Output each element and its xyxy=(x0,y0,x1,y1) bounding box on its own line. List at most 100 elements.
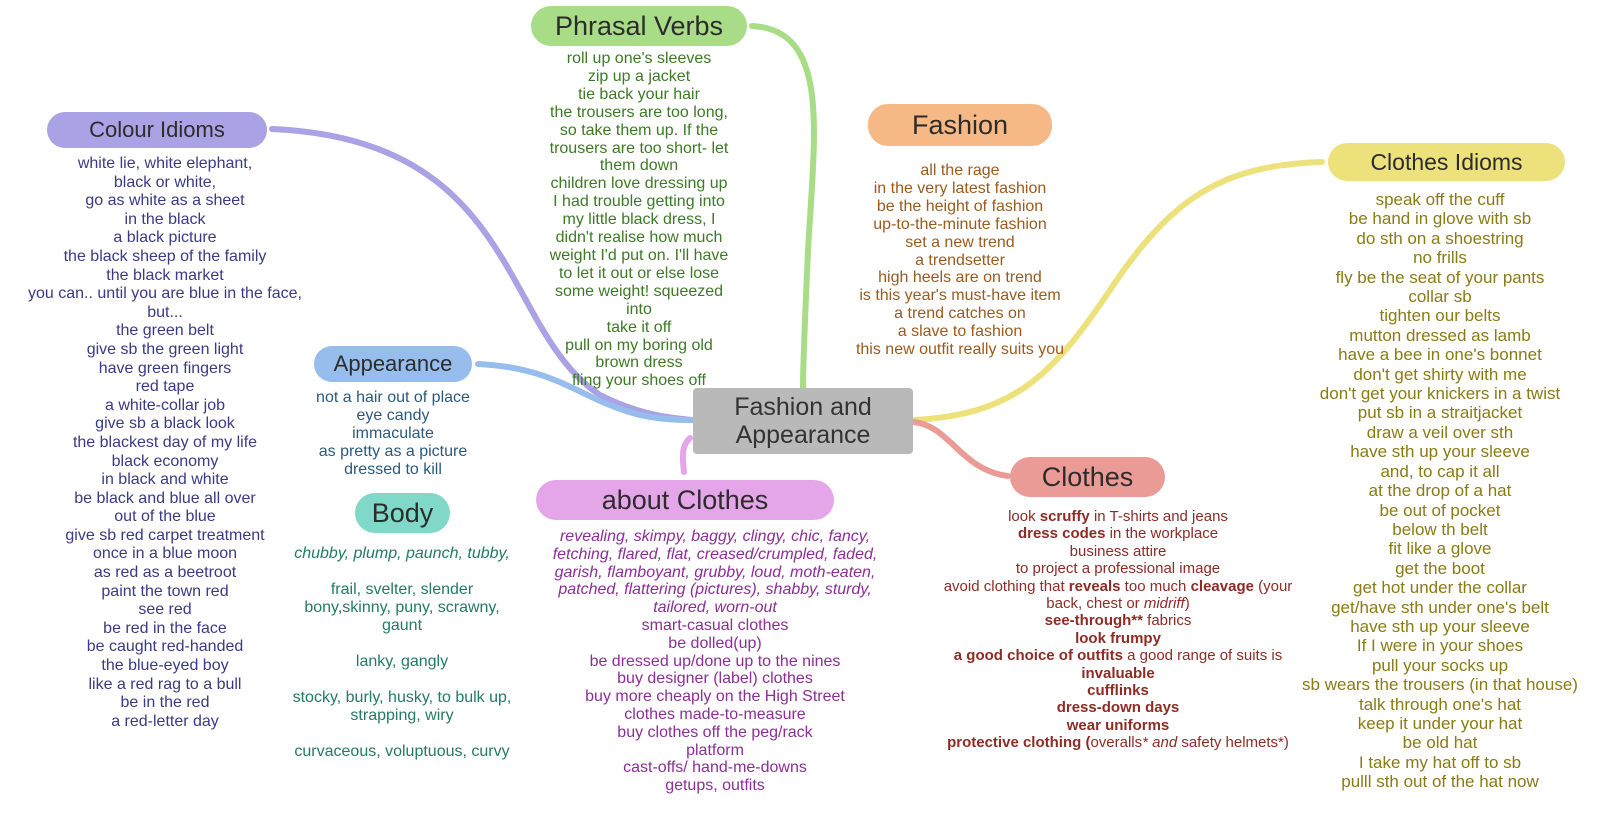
list-item: white lie, white elephant, xyxy=(77,155,253,172)
text: a good range of suits is xyxy=(1122,647,1283,665)
text: invaluable xyxy=(1081,664,1155,682)
list-item: dressed to kill xyxy=(344,461,442,478)
list-item: be the height of fashion xyxy=(876,197,1044,215)
text: look xyxy=(1008,508,1040,525)
list-item: lanky, gangly xyxy=(355,653,449,670)
list-item: to project a professional image xyxy=(1015,560,1221,578)
connector-about-clothes xyxy=(679,435,693,475)
list-item: my little black dress, I xyxy=(562,211,716,229)
list-item: and, to cap it all xyxy=(1380,461,1500,481)
list-item: some weight! squeezed xyxy=(554,282,724,300)
text: wear uniforms xyxy=(1066,716,1170,734)
list-item: as pretty as a picture xyxy=(318,443,468,460)
list-item: don't get your knickers in a twist xyxy=(1319,384,1561,404)
list-item: be out of pocket xyxy=(1379,500,1501,520)
list-item: red tape xyxy=(135,378,195,396)
list-item: If I were in your shoes xyxy=(1356,636,1524,656)
text: look frumpy xyxy=(1075,629,1161,647)
list-item: curvaceous, voluptuous, curvy xyxy=(294,743,510,760)
list-item: don't get shirty with me xyxy=(1353,364,1527,384)
list-item: put sb in a straitjacket xyxy=(1357,403,1523,423)
list-item: tailored, worn-out xyxy=(653,599,777,617)
list-item: a trend catches on xyxy=(894,305,1026,323)
list-item: not a hair out of place xyxy=(316,389,470,406)
text: back, chest or xyxy=(1046,595,1144,613)
list-item: give sb a black look xyxy=(95,415,235,433)
list-item: be dolled(up) xyxy=(668,634,762,652)
list-item: a red-letter day xyxy=(111,712,219,730)
list-item: pull your socks up xyxy=(1371,655,1509,675)
list-item: dress-down days xyxy=(918,699,1318,716)
text: * and xyxy=(1142,734,1178,752)
list-item: a white-collar job xyxy=(104,396,226,414)
topic-clothes-idioms[interactable]: Clothes Idioms xyxy=(1328,143,1565,181)
list-item: have green fingers xyxy=(98,359,232,377)
list-item: below th belt xyxy=(1392,519,1488,539)
list-item: trousers are too short- let xyxy=(549,139,729,157)
list-item: frail, svelter, slender xyxy=(330,581,474,598)
connector-appearance xyxy=(475,361,696,423)
topic-title: Fashion xyxy=(911,109,1009,140)
list-item: get the boot xyxy=(1395,558,1485,578)
list-item: see red xyxy=(138,601,192,619)
list-item: revealing, skimpy, baggy, clingy, chic, … xyxy=(559,528,871,545)
list-item: a slave to fashion xyxy=(897,323,1023,341)
list-item: avoid clothing that reveals too much cle… xyxy=(918,578,1318,595)
list-item: get/have sth under one's belt xyxy=(1331,597,1549,617)
text: in T-shirts and jeans xyxy=(1089,508,1228,525)
topic-appearance[interactable]: Appearance xyxy=(314,346,472,382)
fashion-list: all the rage in the very latest fashion … xyxy=(830,162,1090,359)
topic-fashion[interactable]: Fashion xyxy=(868,104,1052,146)
topic-about-clothes[interactable]: about Clothes xyxy=(536,480,834,520)
list-item: didn't realise how much xyxy=(555,229,723,247)
list-item: roll up one's sleeves xyxy=(566,50,712,67)
list-item: like a red rag to a bull xyxy=(88,675,242,693)
text: (your xyxy=(1253,577,1293,595)
central-topic[interactable]: Fashion and Appearance xyxy=(693,388,913,454)
list-item: have sth up your sleeve xyxy=(1350,442,1530,462)
list-item: fit like a glove xyxy=(1388,539,1492,559)
list-item: stocky, burly, husky, to bulk up, xyxy=(292,689,512,706)
list-item: dress codes in the workplace xyxy=(918,525,1318,542)
topic-body[interactable]: Body xyxy=(355,493,450,533)
list-item: have a bee in one's bonnet xyxy=(1338,345,1542,365)
list-item: as red as a beetroot xyxy=(93,564,237,582)
list-item: the blackest day of my life xyxy=(72,433,258,451)
list-item: tie back your hair xyxy=(578,85,700,103)
list-item: this new outfit really suits you xyxy=(855,341,1065,359)
list-item: cufflinks xyxy=(918,682,1318,699)
list-item: take it off xyxy=(606,318,672,336)
text: scruffy xyxy=(1039,508,1090,525)
list-item: pull on my boring old xyxy=(565,336,713,354)
list-item: be red in the face xyxy=(103,619,227,637)
list-item: be hand in glove with sb xyxy=(1348,209,1532,229)
list-item: high heels are on trend xyxy=(878,269,1042,287)
list-item: sb wears the trousers (in that house) xyxy=(1302,675,1578,695)
list-item: in the very latest fashion xyxy=(873,179,1047,197)
list-item: tighten our belts xyxy=(1379,306,1501,326)
list-item: do sth on a shoestring xyxy=(1356,228,1524,248)
topic-title: about Clothes xyxy=(601,484,769,515)
list-item: smart-casual clothes xyxy=(641,616,789,634)
colour-idioms-list: white lie, white elephant, black or whit… xyxy=(0,155,330,731)
topic-title: Clothes xyxy=(1041,461,1134,492)
topic-colour-idioms[interactable]: Colour Idioms xyxy=(47,112,267,148)
list-item: the trousers are too long, xyxy=(550,103,728,121)
list-item: fly be the seat of your pants xyxy=(1335,267,1545,287)
list-item: immaculate xyxy=(352,425,434,442)
list-item: a black picture xyxy=(113,229,217,247)
list-item: pulll sth out of the hat now xyxy=(1341,772,1539,792)
topic-title: Clothes Idioms xyxy=(1370,148,1523,175)
list-item: fling your shoes off xyxy=(571,372,706,390)
text: overalls xyxy=(1090,734,1143,752)
text: avoid clothing that xyxy=(943,577,1069,595)
topic-clothes[interactable]: Clothes xyxy=(1010,457,1165,497)
list-item: a trendsetter xyxy=(915,251,1005,269)
connector-phrasal-verbs xyxy=(749,23,817,391)
list-item: give sb red carpet treatment xyxy=(65,526,265,544)
text: dress-down days xyxy=(1056,699,1180,717)
topic-phrasal-verbs[interactable]: Phrasal Verbs xyxy=(531,6,747,46)
list-item: I take my hat off to sb xyxy=(1358,752,1522,772)
list-item: buy clothes off the peg/rack xyxy=(617,723,813,741)
